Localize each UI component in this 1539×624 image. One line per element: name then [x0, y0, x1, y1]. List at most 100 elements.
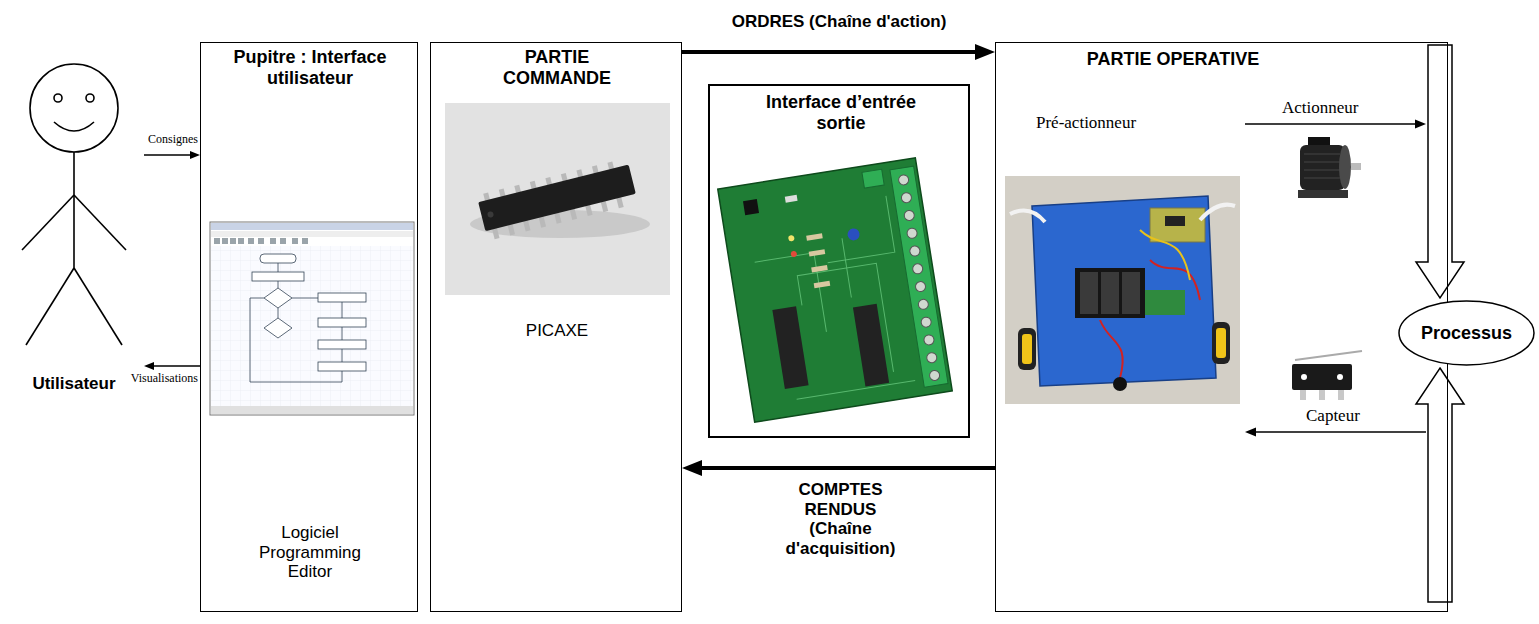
stick-figure — [74, 268, 122, 345]
title-text: Processus — [1407, 323, 1527, 344]
software-screenshot — [342, 327, 343, 340]
software-screenshot — [211, 246, 413, 406]
stick-figure — [22, 195, 74, 250]
microswitch-photo — [1292, 351, 1362, 400]
software-screenshot — [230, 238, 236, 244]
robot-photo — [1122, 272, 1140, 314]
robot-photo — [1032, 196, 1216, 386]
io-board — [920, 316, 931, 327]
robot-photo — [1080, 272, 1098, 314]
io-board — [915, 281, 926, 292]
sensor-arrow — [1245, 428, 1256, 437]
stick-figure — [74, 195, 126, 250]
io-board — [862, 169, 884, 188]
io-board — [912, 263, 923, 274]
software-screenshot — [264, 288, 292, 308]
user-actor: Utilisateur — [4, 62, 144, 402]
motor-photo — [1304, 162, 1340, 163]
io-board — [772, 306, 808, 389]
software-screenshot — [318, 340, 366, 349]
io-board — [811, 265, 828, 272]
io-board — [806, 233, 823, 240]
order-arrow — [682, 50, 985, 54]
picaxe-chip-photo — [445, 103, 670, 295]
io-board — [898, 174, 909, 185]
stick-figure — [73, 152, 75, 268]
software-screenshot — [211, 231, 413, 237]
io-board — [901, 192, 912, 203]
io-board — [847, 228, 861, 242]
software-screenshot — [238, 238, 244, 244]
picaxe-chip-photo — [487, 211, 494, 218]
robot-photo — [1165, 216, 1185, 226]
user-interface-box: Pupitre : Interface utilisateurLogiciel … — [200, 42, 418, 612]
body-text: Logiciel Programming Editor — [250, 523, 370, 582]
sensor-arrow — [1254, 431, 1426, 432]
software-screenshot — [292, 238, 298, 244]
arrow-label: COMPTES RENDUS (Chaîne d'acquisition) — [778, 480, 903, 558]
microswitch-photo — [1292, 364, 1352, 390]
software-screenshot — [210, 222, 414, 415]
software-screenshot — [270, 238, 276, 244]
software-screenshot — [211, 246, 413, 406]
title-text: PARTIE OPERATIVE — [1053, 49, 1293, 70]
io-board — [906, 228, 917, 239]
stick-figure — [54, 94, 62, 102]
actuator-arrow — [1245, 120, 1426, 129]
software-screenshot — [222, 238, 228, 244]
sensor-label: Capteur — [1306, 406, 1360, 426]
io-board — [909, 245, 920, 256]
instruction-arrow — [144, 154, 195, 156]
robot-photo — [1022, 334, 1032, 364]
microswitch-photo — [1295, 351, 1362, 360]
actuator-arrow — [1415, 120, 1426, 129]
io-board — [718, 158, 952, 422]
sensor-arrow — [1245, 428, 1426, 437]
robot-photo — [1150, 260, 1200, 300]
robot-photo — [1100, 320, 1123, 378]
io-board — [819, 196, 895, 263]
hollow-arrow — [1416, 45, 1464, 298]
motor-photo — [1304, 154, 1340, 155]
software-screenshot — [280, 238, 286, 244]
software-screenshot — [214, 238, 308, 244]
io-board — [923, 334, 934, 345]
actuator-label: Actionneur — [1282, 98, 1358, 118]
microswitch-photo — [1337, 374, 1343, 380]
robot-photo — [1150, 208, 1205, 242]
robot-photo — [1075, 268, 1145, 318]
software-screenshot — [211, 223, 413, 230]
io-board — [890, 166, 948, 387]
motor-photo — [1339, 145, 1351, 189]
operative-box: PARTIE OPERATIVEPré-actionneur — [995, 42, 1448, 612]
stick-figure — [86, 94, 94, 102]
software-screenshot — [250, 298, 342, 382]
software-screenshot — [210, 222, 414, 415]
software-screenshot — [214, 238, 220, 244]
motor-photo — [1304, 154, 1340, 178]
robot-photo — [1018, 328, 1036, 370]
microswitch-photo — [1300, 390, 1306, 400]
control-box: PARTIE COMMANDEPICAXE — [430, 42, 682, 612]
software-screenshot — [318, 362, 366, 371]
microswitch-photo — [1338, 390, 1344, 400]
io-board — [809, 249, 826, 256]
report-arrow — [692, 466, 995, 470]
arrow-label: ORDRES (Chaîne d'action) — [708, 12, 970, 32]
microswitch-photo — [1319, 390, 1325, 400]
robot-photo — [1113, 377, 1127, 391]
robot-photo — [1005, 176, 1240, 404]
robot-photo — [1005, 176, 1240, 404]
picaxe-chip-photo — [478, 165, 636, 232]
io-board — [743, 199, 759, 215]
software-screenshot — [342, 302, 343, 318]
io-board — [853, 304, 889, 387]
motor-photo — [1351, 163, 1361, 170]
motor-photo — [1304, 170, 1340, 171]
software-screenshot — [278, 281, 279, 288]
robot-photo — [1200, 205, 1235, 220]
arrow-label: Visualisations — [118, 372, 198, 386]
software-screenshot — [258, 238, 264, 244]
io-board — [918, 299, 929, 310]
software-screenshot — [302, 238, 308, 244]
